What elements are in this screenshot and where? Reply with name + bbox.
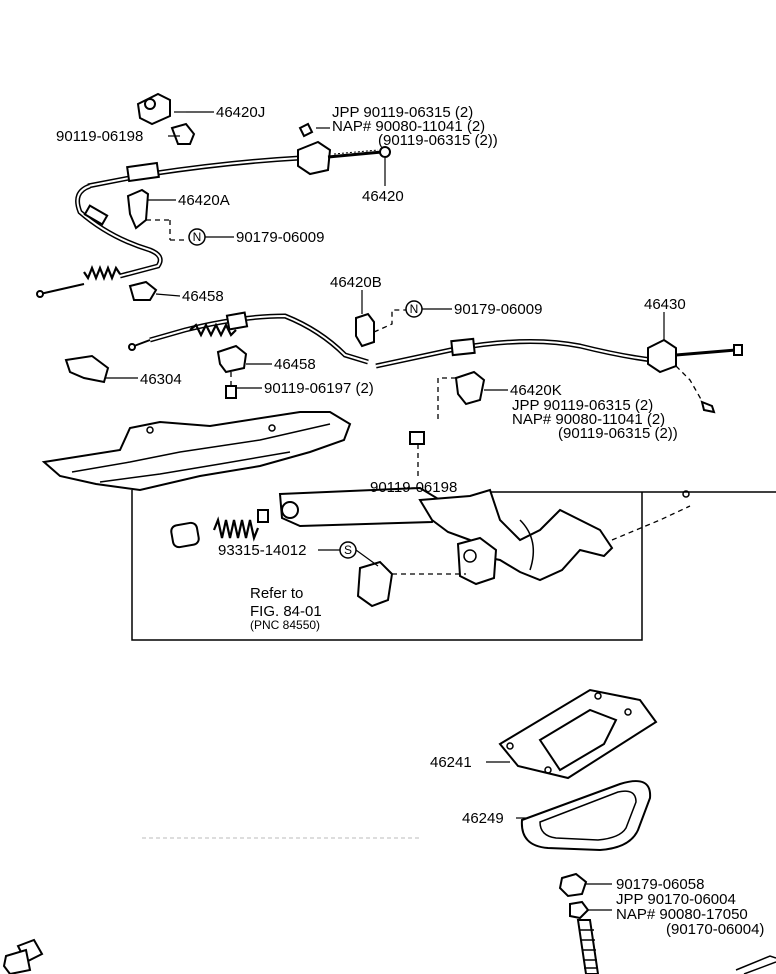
- symbol-n-a: N: [188, 228, 234, 246]
- label-90179-06009-a: 90179-06009: [236, 229, 324, 246]
- symbol-s: S: [339, 541, 357, 559]
- middle-cable-left: [128, 311, 369, 365]
- svg-text:N: N: [410, 302, 419, 316]
- label-46430: 46430: [644, 296, 686, 313]
- left-cable-bend: [36, 183, 163, 298]
- label-46420B: 46420B: [330, 274, 382, 291]
- label-46304: 46304: [140, 371, 182, 388]
- nut-bolt-90179-06058: [558, 872, 600, 974]
- refer-line-2: FIG. 84-01: [250, 603, 322, 620]
- label-46420: 46420: [362, 188, 404, 205]
- label-90119-06198-mid: 90119-06198: [370, 479, 457, 496]
- label-46241: 46241: [430, 754, 472, 771]
- label-46458-a: 46458: [182, 288, 224, 305]
- label-46420A: 46420A: [178, 192, 230, 209]
- label-46249: 46249: [462, 810, 504, 827]
- svg-text:S: S: [344, 543, 352, 557]
- part-46304: [64, 354, 110, 384]
- label-jpp-top: JPP 90119-06315 (2): [332, 104, 473, 121]
- label-46420J: 46420J: [216, 104, 265, 121]
- bolt-bottom-left: [2, 938, 44, 974]
- leader-lines: [106, 122, 665, 911]
- label-90179-06009-b: 90179-06009: [454, 301, 542, 318]
- clamp-46420J: [136, 92, 214, 145]
- bolt-90119-06198-mid: [409, 431, 425, 476]
- svg-text:N: N: [193, 230, 202, 244]
- bracket-46420A: [126, 188, 188, 241]
- label-46420K: 46420K: [510, 382, 562, 399]
- label-90119-06198-top: 90119-06198: [56, 128, 143, 145]
- refer-line-1: Refer to: [250, 585, 303, 602]
- lever-reference-box: [131, 486, 776, 641]
- labels: 46420J 90119-06198 JPP 90119-06315 (2) N…: [56, 104, 764, 938]
- refer-line-3: (PNC 84550): [250, 618, 320, 632]
- front-cable-46420: [87, 140, 391, 189]
- symbol-n-b: N: [405, 300, 452, 318]
- part-bottom-right-fragment: [735, 955, 776, 974]
- label-alt-bot: (90170-06004): [666, 921, 764, 938]
- label-nap-bot: NAP# 90080-17050: [616, 906, 748, 923]
- clip-46458-a: [128, 280, 158, 301]
- label-nap-mid: NAP# 90080-11041 (2): [512, 411, 665, 428]
- label-nap-top: NAP# 90080-11041 (2): [332, 118, 485, 135]
- label-90179-06058: 90179-06058: [616, 876, 704, 893]
- label-jpp-mid: JPP 90119-06315 (2): [512, 397, 653, 414]
- boot-46249: [520, 780, 652, 852]
- label-90119-06197: 90119-06197 (2): [264, 380, 374, 397]
- label-jpp-bot: JPP 90170-06004: [616, 891, 736, 908]
- plate-46241: [498, 688, 658, 780]
- bracket-46420B: [355, 309, 406, 348]
- label-alt-top: (90119-06315 (2)): [378, 132, 498, 149]
- label-93315-14012: 93315-14012: [218, 542, 306, 559]
- label-alt-mid: (90119-06315 (2)): [558, 425, 678, 442]
- rear-cable-46430: [375, 337, 743, 414]
- label-46458-b: 46458: [274, 356, 316, 373]
- clamp-46420K: [437, 370, 486, 420]
- bolt-90119-06197: [225, 372, 237, 399]
- clip-46458-b: [216, 344, 248, 374]
- floor-bracket: [41, 411, 352, 492]
